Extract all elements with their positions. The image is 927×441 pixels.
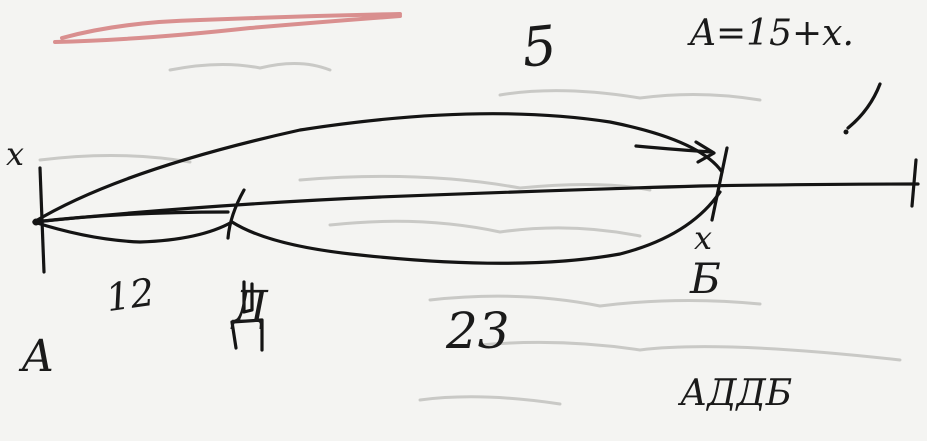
point-d-label: Д [232, 282, 268, 333]
tick-end [910, 158, 918, 208]
show-through-lines [38, 61, 902, 406]
upper-arc-arrow [634, 140, 716, 164]
d-box [230, 280, 264, 352]
formula-label: A=15+x. [690, 13, 854, 54]
arc-a-to-d [32, 210, 230, 224]
point-b-label: Б [690, 254, 721, 303]
point-a-label: A [22, 331, 54, 382]
arc-a-to-d-lower [32, 220, 234, 244]
distance-db-label: 23 [446, 302, 510, 360]
tick-b [710, 146, 729, 222]
x-right-label: x [694, 219, 713, 257]
lower-arc-d-to-b [230, 190, 722, 265]
upper-arc [32, 112, 724, 224]
point-right-dot [843, 129, 849, 135]
point-a-dot [32, 218, 40, 226]
distance-ad-label: 12 [103, 269, 158, 321]
formula-pointer [846, 82, 882, 130]
top-distance-label: 5 [518, 13, 560, 80]
road-line [32, 182, 920, 224]
tick-d [226, 188, 246, 240]
red-pen-mark [53, 12, 402, 44]
tick-a [38, 166, 46, 274]
x-left-label: x [6, 135, 25, 173]
scribble-label: АДДБ [680, 373, 793, 414]
